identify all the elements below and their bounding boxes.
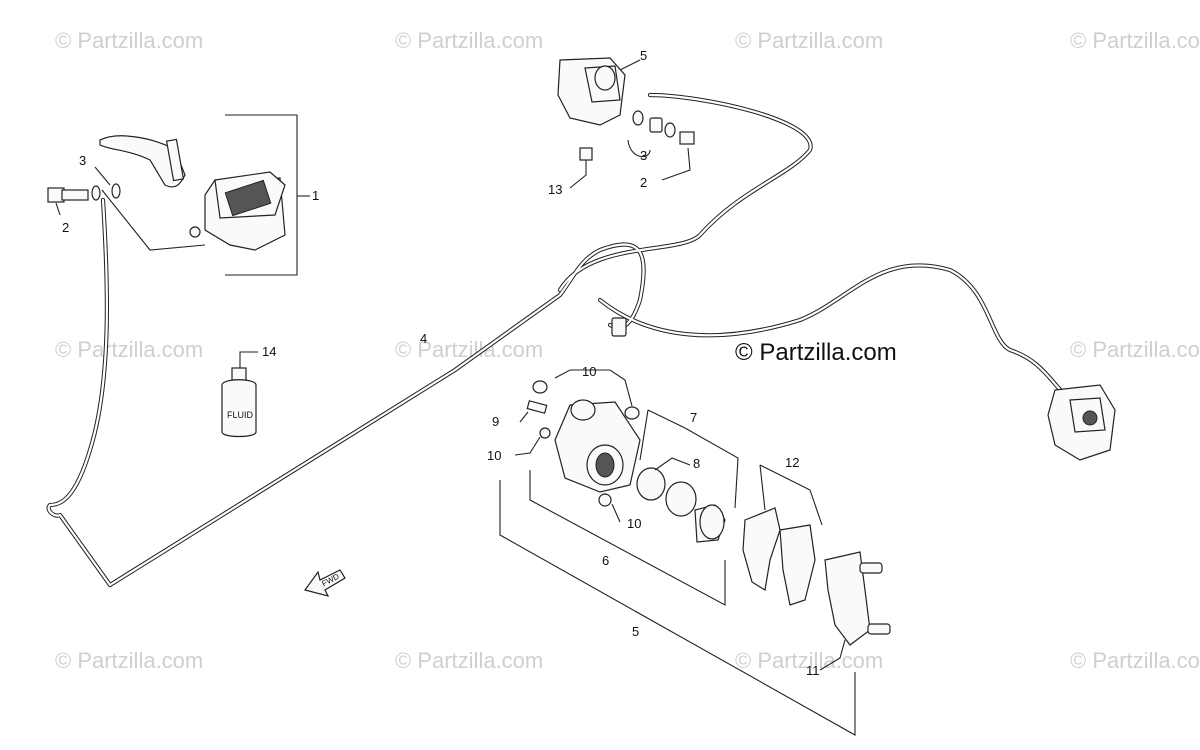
callout-3a: 3: [79, 153, 86, 168]
watermark: © Partzilla.com: [395, 28, 543, 53]
callout-13: 13: [548, 182, 562, 197]
reservoir-label: [224, 179, 272, 217]
callout-14: 14: [262, 344, 276, 359]
sealing-washer: [91, 185, 101, 201]
caliper-bracket-11: [824, 551, 871, 646]
leader-11: [819, 639, 846, 671]
bottle-cap: [231, 367, 247, 381]
callout-bracket-7-left: [639, 409, 649, 461]
sealing-washer: [632, 110, 644, 126]
fluid-label: FLUID: [227, 410, 254, 420]
brake-hose: [46, 92, 1068, 588]
sealing-washer: [664, 122, 676, 138]
watermark: © Partzilla.com: [55, 337, 203, 362]
brake-fluid-bottle: FLUID: [221, 367, 257, 438]
caliper-mount-boss: [570, 399, 596, 421]
leader-5a: [619, 59, 641, 71]
watermark: © Partzilla.com: [1070, 648, 1200, 673]
leader-3a-b: [94, 166, 111, 186]
callout-bracket-6: [529, 470, 726, 606]
watermark: © Partzilla.com: [1070, 28, 1200, 53]
pivot-bolt: [165, 138, 185, 182]
callout-8: 8: [693, 456, 700, 471]
caliper-piston: [594, 65, 616, 91]
forward-arrow-icon: FWD: [304, 569, 346, 597]
leader-13: [569, 160, 587, 189]
callout-10c: 10: [627, 516, 641, 531]
watermark: © Partzilla.com: [735, 648, 883, 673]
callout-6: 6: [602, 553, 609, 568]
slide-pin: [867, 623, 891, 635]
brake-lever: [99, 135, 186, 188]
callout-1: 1: [312, 188, 319, 203]
leader-2a: [55, 202, 61, 216]
bleeder-screw: [579, 147, 593, 161]
rear-caliper-right: [1047, 384, 1116, 461]
callout-12: 12: [785, 455, 799, 470]
master-cylinder-assembly: [47, 135, 286, 251]
callout-10a: 10: [582, 364, 596, 379]
brand-label: © Partzilla.com: [735, 339, 897, 366]
callout-7: 7: [690, 410, 697, 425]
piston-seal-8: [665, 481, 697, 517]
slide-pin: [859, 562, 883, 574]
callout-bracket-7: [647, 409, 739, 509]
callout-2b: 2: [640, 175, 647, 190]
banjo-bolt-shaft: [61, 189, 89, 201]
hose-clip: [611, 317, 627, 337]
leader-8: [654, 457, 691, 471]
sealing-washer: [111, 183, 121, 199]
leader-3b: [627, 139, 651, 158]
callout-5b: 5: [632, 624, 639, 639]
caliper-piston-face: [699, 504, 725, 540]
sealing-washer-10: [532, 380, 548, 394]
leader-10c: [611, 503, 621, 523]
leader-10b: [514, 436, 541, 456]
sealing-washer-10: [539, 427, 551, 439]
callout-4: 4: [420, 331, 427, 346]
watermark: © Partzilla.com: [395, 648, 543, 673]
callout-bracket-1: [225, 114, 298, 276]
brake-pad-12: [742, 507, 781, 591]
leader-3a: [101, 189, 206, 251]
watermark: © Partzilla.com: [55, 28, 203, 53]
callout-10b: 10: [487, 448, 501, 463]
leader-9: [519, 411, 529, 423]
callout-2a: 2: [62, 220, 69, 235]
exploded-caliper: [526, 380, 891, 646]
lever-bolt: [189, 226, 201, 238]
watermark: © Partzilla.com: [1070, 337, 1200, 362]
watermark: © Partzilla.com: [55, 648, 203, 673]
sealing-washer-10: [598, 493, 612, 507]
leader-14: [239, 351, 258, 368]
front-caliper-top: [557, 57, 695, 161]
callout-3b: 3: [640, 148, 647, 163]
callout-labels: 1 2 2 3 3 4 5 5 6 7 8 9 10 10 10 11 12 1…: [62, 48, 820, 678]
watermark: © Partzilla.com: [735, 28, 883, 53]
callout-bracket-12: [759, 464, 823, 526]
callout-11: 11: [806, 663, 820, 678]
leader-2b: [661, 147, 691, 181]
bleeder-valve: [526, 400, 548, 414]
callout-9: 9: [492, 414, 499, 429]
caliper-piston: [1082, 410, 1098, 426]
watermark-layer: © Partzilla.com © Partzilla.com © Partzi…: [55, 28, 1200, 673]
bottle-body: [221, 379, 257, 438]
piston-seal-8: [636, 467, 666, 501]
banjo-fitting: [649, 117, 663, 133]
callout-bracket-12-left: [759, 464, 766, 511]
callout-bracket-5b: [499, 480, 856, 736]
callout-5a: 5: [640, 48, 647, 63]
caliper-bore-inner: [595, 452, 615, 478]
banjo-bolt: [679, 131, 695, 145]
brake-pad-12: [779, 524, 816, 606]
sealing-washer-10: [624, 406, 640, 420]
leader-10a: [554, 369, 633, 407]
